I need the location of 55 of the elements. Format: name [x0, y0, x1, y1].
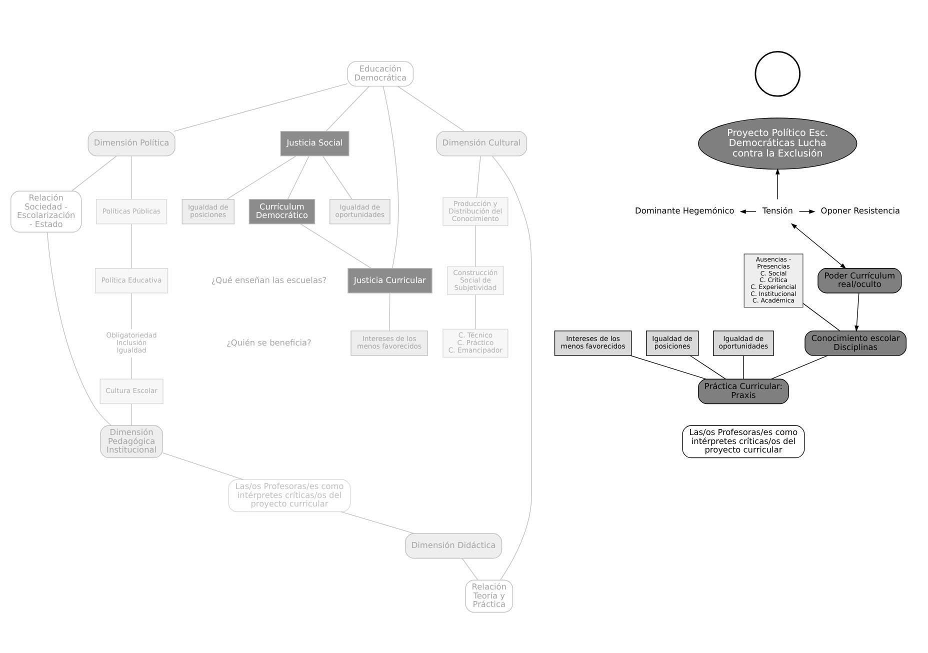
node-box: Dimensión Didáctica [405, 533, 502, 559]
node-text: Dominante Hegemónico [635, 206, 734, 216]
connector [743, 355, 744, 380]
connector [326, 86, 370, 132]
connector [462, 558, 478, 580]
label: ¿Quién se beneficia? [226, 337, 312, 348]
connector [300, 224, 372, 269]
connector [770, 355, 828, 380]
connector [174, 83, 348, 132]
connector [492, 156, 532, 580]
node-box: Conocimiento escolar Disciplinas [804, 330, 907, 356]
connector [690, 355, 726, 380]
node-box: Poder Currículum real/oculto [818, 268, 902, 294]
connector [340, 511, 415, 534]
connector [131, 404, 132, 426]
node-circle [754, 51, 801, 97]
connector [802, 303, 840, 332]
connector [226, 156, 296, 200]
arrow [775, 168, 780, 200]
node-box: Las/os Profesoras/es como intérpretes críticas/os del proyecto curricular [682, 425, 805, 458]
node-box: Justicia Social [280, 130, 350, 156]
node-box: Educación Democrática [347, 61, 414, 87]
connector [630, 355, 706, 380]
connector [71, 156, 117, 192]
connector [322, 156, 352, 200]
node-box: Relación Teoría y Práctica [465, 580, 514, 613]
arrow [798, 209, 816, 214]
arrow [790, 223, 846, 269]
connector [397, 86, 464, 132]
node-text: Tensión [762, 206, 793, 216]
connector [46, 232, 112, 426]
connector [475, 225, 476, 267]
node-box: Práctica Curricular: Praxis [698, 378, 789, 404]
connector [476, 156, 481, 198]
connector [131, 156, 132, 200]
label: ¿Qué enseñan las escuelas? [211, 274, 327, 285]
node-box: Relación Sociedad - Escolarización - Estado [10, 190, 82, 232]
connector [131, 357, 132, 380]
node-ellipse: Proyecto Político Esc. Democráticas Lucha contra la Exclusión [698, 118, 858, 170]
connector [475, 294, 476, 330]
node-box: Dimensión Cultural [436, 130, 528, 156]
node-box: Dimensión Pedagógica Institucional [100, 425, 163, 458]
node-box: Currículum Democrático [248, 198, 316, 224]
connector [389, 292, 390, 332]
node-box: Las/os Profesoras/es como intérpretes críticas/os del proyecto curricular [228, 479, 351, 512]
connector [382, 86, 399, 269]
arrow [854, 292, 860, 332]
connector [131, 292, 132, 330]
node-box: Justicia Curricular [348, 268, 432, 294]
connector [162, 452, 244, 480]
node-text: Oponer Resistencia [820, 206, 900, 216]
arrow [740, 209, 756, 214]
connector [287, 156, 310, 200]
node-box: Dimensión Política [88, 130, 176, 156]
connector [131, 224, 132, 269]
